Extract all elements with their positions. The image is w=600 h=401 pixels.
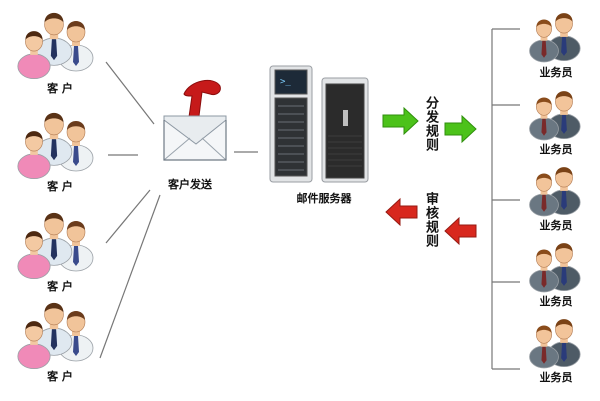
connector-customer-4 <box>99 194 161 359</box>
customer-group-icon <box>17 302 94 370</box>
business-staff-icon <box>529 167 581 217</box>
customer-label: 客 户 <box>47 280 73 293</box>
staff-label: 业务员 <box>539 371 573 384</box>
business-staff-icon <box>529 13 581 63</box>
send-label: 客户发送 <box>168 178 212 191</box>
customer-node <box>14 208 106 296</box>
customer-group-icon <box>17 12 94 80</box>
customer-group-icon <box>17 112 94 180</box>
distribute-rule-label: 分发规则 <box>423 96 438 152</box>
svg-text:>_: >_ <box>280 77 291 87</box>
review-arrow-right <box>444 216 477 246</box>
customer-node <box>14 108 106 196</box>
customer-node <box>14 8 106 96</box>
staff-label: 业务员 <box>539 295 573 308</box>
server-label: 邮件服务器 <box>296 192 352 205</box>
customer-group-icon <box>17 212 94 280</box>
staff-label: 业务员 <box>539 219 573 232</box>
customer-label: 客 户 <box>47 180 73 193</box>
business-staff-icon <box>529 91 581 141</box>
business-staff-icon <box>529 243 581 293</box>
distribute-arrow-right <box>444 114 477 144</box>
staff-node <box>526 240 582 296</box>
distribute-arrow-left <box>382 106 419 136</box>
staff-node <box>526 316 582 372</box>
customer-label: 客 户 <box>47 370 73 383</box>
customer-label: 客 户 <box>47 82 73 95</box>
review-arrow-left <box>385 197 418 227</box>
staff-node <box>526 10 582 66</box>
business-staff-icon <box>529 319 581 369</box>
staff-label: 业务员 <box>539 66 573 79</box>
customer-node <box>14 298 106 386</box>
staff-node <box>526 164 582 220</box>
connector-customer-1 <box>105 61 155 125</box>
mail-envelope-icon <box>163 79 227 161</box>
review-rule-label: 审核规则 <box>423 192 438 248</box>
staff-node <box>526 88 582 144</box>
mail-server-icon: >_ <box>269 65 369 183</box>
staff-label: 业务员 <box>539 143 573 156</box>
connector-customer-3 <box>105 189 151 244</box>
